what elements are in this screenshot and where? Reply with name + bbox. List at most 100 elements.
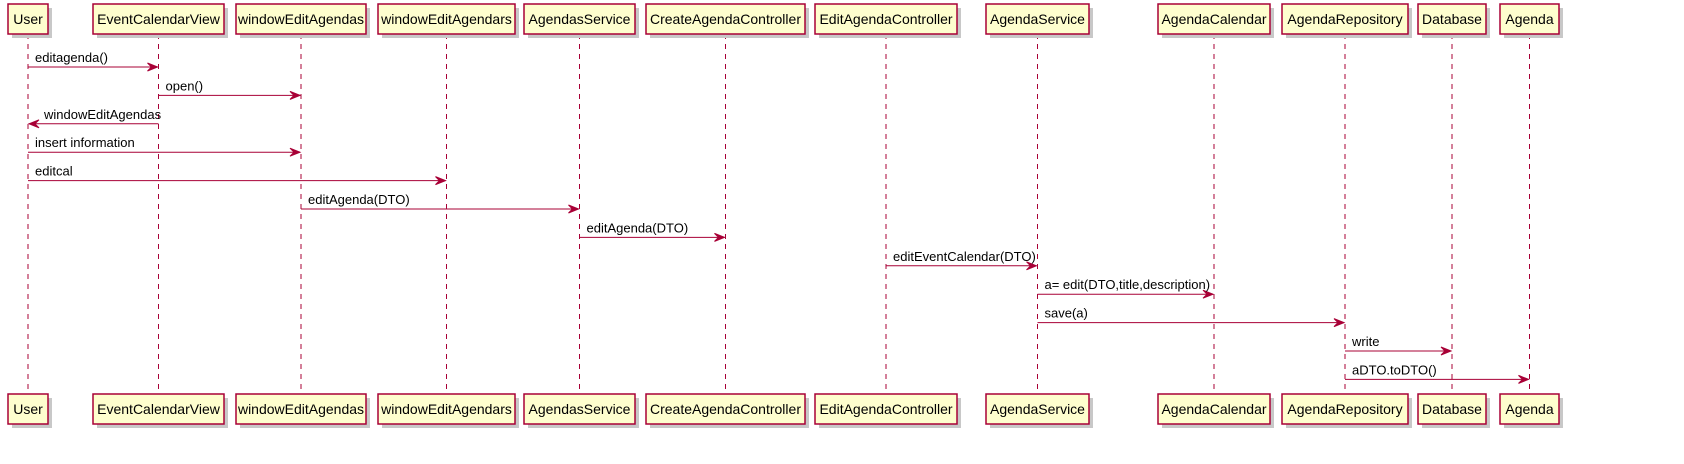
participant-label: EditAgendaController	[819, 401, 952, 417]
participant-label: windowEditAgendas	[237, 401, 364, 417]
participant-box	[1157, 3, 1271, 35]
participant-label: AgendaCalendar	[1161, 401, 1266, 417]
participant-box	[814, 393, 958, 425]
message-label: insert information	[35, 135, 135, 150]
participant-agendasservice-top: AgendasService	[523, 3, 639, 38]
participant-eventcalendarview-top: EventCalendarView	[92, 3, 228, 38]
message-3: windowEditAgendas	[27, 107, 162, 129]
message-11: write	[1345, 334, 1453, 356]
participant-box	[377, 393, 516, 425]
participant-label: AgendasService	[529, 11, 631, 27]
participant-windoweditagendas-bottom: windowEditAgendas	[235, 393, 370, 428]
participant-box	[1157, 393, 1271, 425]
participant-agenda-bottom: Agenda	[1499, 393, 1563, 428]
message-7: editAgenda(DTO)	[579, 220, 726, 242]
message-1: editagenda()	[28, 50, 159, 72]
participant-agendaservice-top: AgendaService	[985, 3, 1093, 38]
participant-agendasservice-bottom: AgendasService	[523, 393, 639, 428]
message-label: editagenda()	[35, 50, 108, 65]
participant-label: EditAgendaController	[819, 11, 952, 27]
participant-label: Agenda	[1505, 401, 1553, 417]
message-9: a= edit(DTO,title,description)	[1037, 277, 1215, 299]
participant-box	[235, 393, 367, 425]
message-label: open()	[166, 78, 204, 93]
message-arrowhead	[289, 90, 302, 100]
message-label: write	[1351, 334, 1379, 349]
participant-label: AgendaService	[990, 401, 1085, 417]
message-label: editAgenda(DTO)	[308, 192, 410, 207]
participant-label: EventCalendarView	[97, 401, 221, 417]
participant-label: User	[13, 401, 43, 417]
participant-label: User	[13, 11, 43, 27]
message-2: open()	[158, 78, 302, 100]
message-6: editAgenda(DTO)	[301, 192, 580, 214]
message-label: editAgenda(DTO)	[587, 220, 689, 235]
participant-box	[1281, 3, 1409, 35]
participant-box	[1417, 3, 1487, 35]
message-arrowhead	[1202, 289, 1215, 299]
participant-box	[1281, 393, 1409, 425]
participant-label: windowEditAgendars	[380, 11, 512, 27]
messages: editagenda() open() windowEditAgendas inser…	[27, 50, 1530, 384]
message-5: editcal	[28, 164, 447, 186]
participant-box	[7, 393, 49, 425]
message-4: insert information	[28, 135, 302, 157]
message-arrowhead	[1026, 261, 1038, 271]
participant-editagendacontroller-top: EditAgendaController	[814, 3, 961, 38]
participant-label: AgendaRepository	[1287, 11, 1402, 27]
participant-box	[7, 3, 49, 35]
participant-user-bottom: User	[7, 393, 52, 428]
message-label: editcal	[35, 164, 73, 179]
message-arrowhead	[714, 232, 726, 242]
message-12: aDTO.toDTO()	[1345, 362, 1530, 384]
message-arrowhead	[147, 62, 159, 72]
message-arrowhead	[1440, 346, 1453, 356]
participant-createagendacontroller-bottom: CreateAgendaController	[645, 393, 809, 428]
participant-database-top: Database	[1417, 3, 1490, 38]
participant-agendarepository-top: AgendaRepository	[1281, 3, 1412, 38]
participant-box	[235, 3, 367, 35]
message-arrowhead	[289, 147, 302, 157]
participant-box	[523, 393, 636, 425]
participant-agenda-top: Agenda	[1499, 3, 1563, 38]
participant-label: AgendaCalendar	[1161, 11, 1266, 27]
participant-agendacalendar-bottom: AgendaCalendar	[1157, 393, 1274, 428]
message-label: aDTO.toDTO()	[1352, 362, 1437, 377]
participant-box	[377, 3, 516, 35]
participant-label: AgendasService	[529, 401, 631, 417]
participant-box	[814, 3, 958, 35]
participant-label: Agenda	[1505, 11, 1553, 27]
participant-label: AgendaRepository	[1287, 401, 1402, 417]
message-arrowhead	[568, 204, 580, 214]
participant-editagendacontroller-bottom: EditAgendaController	[814, 393, 961, 428]
participant-box	[1499, 3, 1560, 35]
participant-label: windowEditAgendars	[380, 401, 512, 417]
message-label: editEventCalendar(DTO)	[893, 249, 1036, 264]
message-arrowhead	[27, 119, 40, 129]
participant-agendarepository-bottom: AgendaRepository	[1281, 393, 1412, 428]
message-arrowhead	[1518, 374, 1530, 384]
participant-label: windowEditAgendas	[237, 11, 364, 27]
message-arrowhead	[435, 176, 447, 186]
participant-label: Database	[1422, 401, 1482, 417]
participant-label: EventCalendarView	[97, 11, 221, 27]
participant-box	[1417, 393, 1487, 425]
participant-box	[645, 3, 806, 35]
message-10: save(a)	[1037, 306, 1346, 328]
participant-label: Database	[1422, 11, 1482, 27]
message-label: a= edit(DTO,title,description)	[1045, 277, 1211, 292]
lifelines	[27, 34, 1530, 394]
participant-box	[92, 393, 225, 425]
participant-user-top: User	[7, 3, 52, 38]
participant-windoweditagendars-bottom: windowEditAgendars	[377, 393, 519, 428]
participant-box	[985, 3, 1090, 35]
participant-box	[523, 3, 636, 35]
participant-box	[92, 3, 225, 35]
participant-windoweditagendars-top: windowEditAgendars	[377, 3, 519, 38]
message-label: save(a)	[1045, 306, 1088, 321]
participant-windoweditagendas-top: windowEditAgendas	[235, 3, 370, 38]
message-8: editEventCalendar(DTO)	[886, 249, 1038, 271]
participant-box	[1499, 393, 1560, 425]
participant-database-bottom: Database	[1417, 393, 1490, 428]
